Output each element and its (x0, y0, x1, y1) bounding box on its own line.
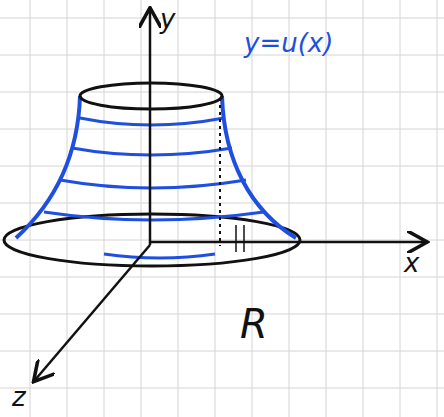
radius-label: R (240, 304, 268, 344)
axis-label: y (160, 6, 175, 32)
surface-stripes (44, 118, 264, 258)
base-ellipse (4, 214, 300, 266)
tick (235, 225, 237, 252)
x-axis (150, 241, 425, 244)
z-axis (35, 245, 150, 380)
curve-label: y=u(x) (244, 30, 333, 56)
profile-curve (16, 96, 296, 238)
axis-label: z (12, 384, 26, 410)
axis-label: x (404, 250, 419, 276)
radius-marker (219, 98, 221, 246)
tick (243, 225, 245, 252)
y-axis (149, 10, 152, 245)
